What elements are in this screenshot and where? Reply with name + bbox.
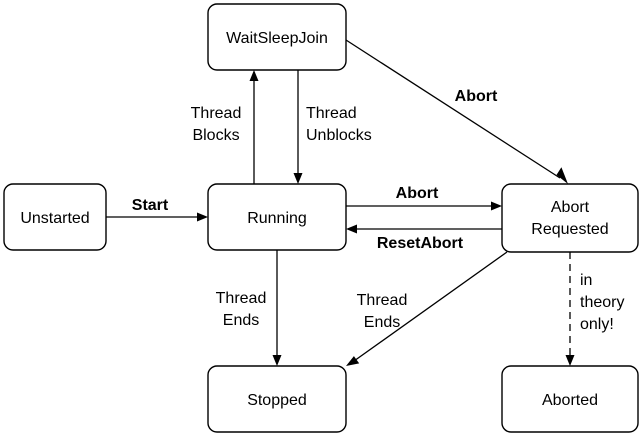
state-stopped-label: Stopped bbox=[247, 392, 307, 409]
edge-label-start: Start bbox=[132, 197, 169, 214]
edge-label-thread-blocks-line2: Blocks bbox=[192, 127, 239, 144]
edge-label-thread-ends-abort-line2: Ends bbox=[364, 314, 400, 331]
edge-label-in-theory-only-line3: only! bbox=[580, 316, 614, 333]
edge-start bbox=[106, 212, 208, 222]
edge-abort-from-wait bbox=[345, 39, 568, 184]
state-waitsleepjoin-label: WaitSleepJoin bbox=[226, 30, 328, 47]
edge-label-thread-ends-running-line1: Thread bbox=[216, 290, 267, 307]
edge-label-thread-ends-abort-line1: Thread bbox=[357, 292, 408, 309]
state-running-label: Running bbox=[247, 210, 307, 227]
state-unstarted: Unstarted bbox=[3, 183, 107, 251]
edge-label-abort-wait: Abort bbox=[455, 88, 498, 105]
state-waitsleepjoin: WaitSleepJoin bbox=[207, 3, 347, 71]
state-abort-requested-label-line2: Requested bbox=[531, 221, 608, 238]
edge-label-thread-blocks-line1: Thread bbox=[191, 105, 242, 122]
edge-label-thread-unblocks-line1: Thread bbox=[306, 105, 357, 122]
state-unstarted-label: Unstarted bbox=[20, 210, 89, 227]
state-abort-requested: Abort Requested bbox=[501, 183, 639, 253]
edge-label-thread-ends-running-line2: Ends bbox=[223, 312, 259, 329]
edge-thread-blocks bbox=[249, 70, 259, 184]
edge-thread-ends-running bbox=[272, 250, 282, 366]
edge-thread-ends-abort bbox=[346, 251, 508, 366]
edge-thread-unblocks bbox=[293, 70, 303, 184]
state-aborted-label: Aborted bbox=[542, 392, 598, 409]
state-stopped: Stopped bbox=[207, 365, 347, 433]
edge-in-theory-only bbox=[565, 252, 575, 366]
edge-label-in-theory-only-line2: theory bbox=[580, 294, 624, 311]
state-abort-requested-label-line1: Abort bbox=[551, 199, 590, 216]
edge-abort-from-running bbox=[346, 201, 502, 211]
state-running: Running bbox=[207, 183, 347, 251]
edge-label-thread-unblocks-line2: Unblocks bbox=[306, 127, 372, 144]
state-aborted: Aborted bbox=[501, 365, 639, 433]
edge-label-reset-abort: ResetAbort bbox=[377, 235, 464, 252]
edge-label-in-theory-only-line1: in bbox=[580, 272, 592, 289]
edge-reset-abort bbox=[346, 224, 502, 234]
edge-label-abort-running: Abort bbox=[396, 185, 439, 202]
